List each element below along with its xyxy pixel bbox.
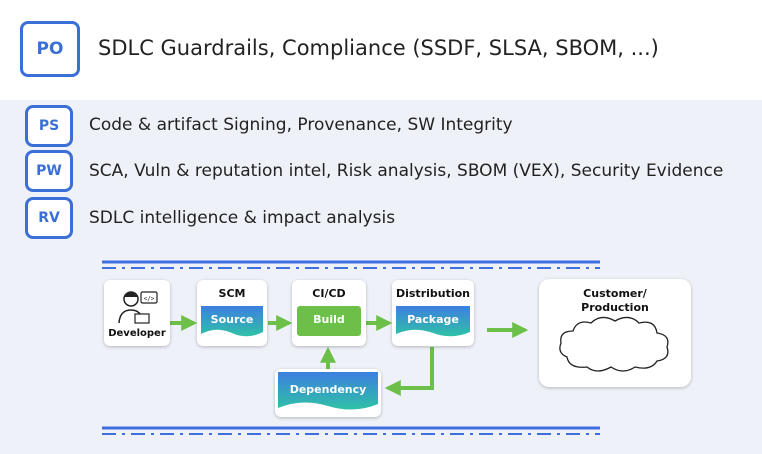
developer-icon: </> — [118, 291, 158, 324]
distribution-title: Distribution — [395, 287, 471, 300]
cloud-icon — [559, 316, 669, 372]
package-label: Package — [407, 313, 459, 326]
pw-badge: PW — [25, 150, 73, 192]
svg-text:</>: </> — [144, 296, 155, 303]
ps-badge-label: PS — [38, 118, 60, 134]
developer-label: Developer — [108, 328, 166, 339]
po-badge-label: PO — [36, 39, 64, 59]
dependency-wave-shape — [278, 372, 378, 410]
po-description: SDLC Guardrails, Compliance (SSDF, SLSA,… — [98, 36, 659, 60]
build-label: Build — [313, 313, 345, 326]
source-wave-shape — [201, 306, 263, 337]
ps-description: Code & artifact Signing, Provenance, SW … — [89, 115, 513, 135]
arrow-distribution-dependency — [384, 347, 434, 396]
pw-badge-label: PW — [36, 163, 62, 179]
source-label: Source — [210, 313, 254, 326]
ps-badge: PS — [25, 105, 73, 147]
pw-description: SCA, Vuln & reputation intel, Risk analy… — [89, 161, 724, 181]
scm-title: SCM — [218, 287, 246, 300]
distribution-box: Distribution Package — [392, 280, 474, 346]
developer-box: </> Developer — [104, 280, 170, 346]
rv-badge-label: RV — [38, 210, 60, 226]
rv-description: SDLC intelligence & impact analysis — [89, 208, 396, 228]
build-block — [297, 306, 361, 336]
dependency-label: Dependency — [289, 383, 367, 396]
scm-box: SCM Source — [197, 280, 267, 346]
customer-box: Customer/ Production — [539, 279, 691, 387]
cicd-box: CI/CD Build — [292, 280, 366, 346]
po-badge: PO — [20, 21, 80, 77]
package-wave-shape — [396, 306, 470, 337]
customer-title: Customer/ Production — [581, 287, 649, 314]
cicd-title: CI/CD — [312, 287, 346, 300]
rv-badge: RV — [25, 197, 73, 239]
dependency-box: Dependency — [275, 369, 381, 417]
framework-panel — [0, 100, 762, 454]
